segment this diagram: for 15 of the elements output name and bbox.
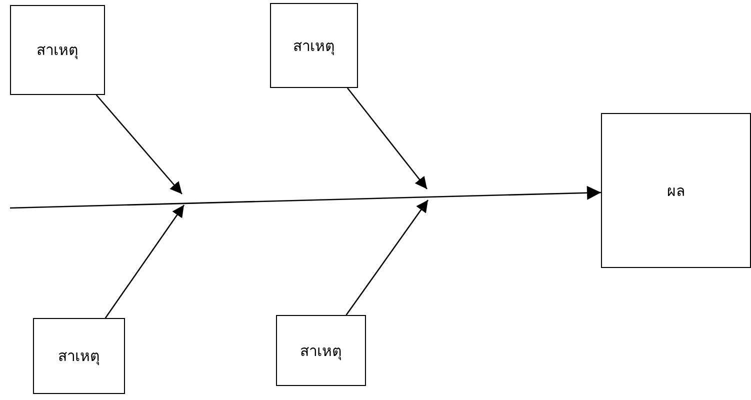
- node-label: สาเหตุ: [58, 346, 100, 368]
- text-box: [33, 318, 125, 394]
- text-box: [276, 315, 366, 386]
- arrow: [346, 200, 429, 316]
- node-label: สาเหตุ: [293, 36, 335, 58]
- text-box: [10, 5, 105, 95]
- arrow: [346, 88, 428, 190]
- arrow: [10, 186, 602, 209]
- arrow: [96, 94, 182, 194]
- arrow: [104, 204, 185, 318]
- text-box: [270, 3, 358, 88]
- node-label: สาเหตุ: [300, 340, 342, 362]
- text-box: [601, 113, 751, 268]
- node-label: สาเหตุ: [36, 40, 78, 62]
- node-label: ผล: [667, 180, 685, 202]
